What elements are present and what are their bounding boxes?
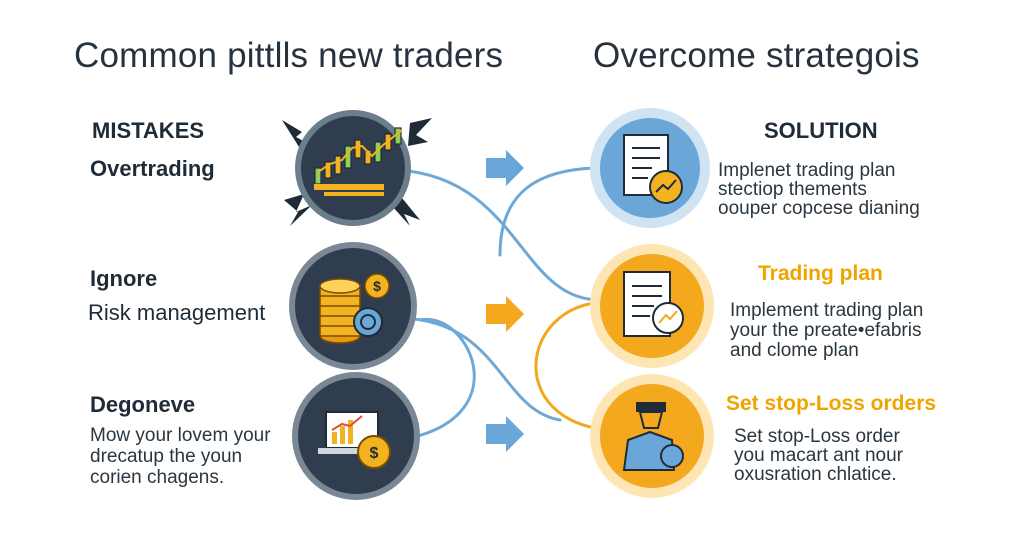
mistake-degoneve-title: Degoneve — [90, 392, 196, 417]
connector-risk-to-solution — [398, 316, 562, 422]
mistake-degoneve-line-1: Mow your lovem your — [90, 425, 271, 446]
arrow-bottom — [486, 416, 524, 452]
solution-1-line-1: Implenet trading plan — [718, 160, 896, 181]
solution-2-line-1: Implement trading plan — [730, 300, 924, 321]
solution-1-line-2: stectiop thements — [718, 179, 867, 200]
solution-3-line-3: oxusration chlatice. — [734, 464, 897, 485]
trading-plan-document-icon — [590, 244, 714, 368]
connector-degoneve-up — [398, 317, 476, 442]
svg-text:$: $ — [373, 278, 381, 294]
connector-solution-upper — [498, 166, 597, 257]
mistake-degoneve-line-3: corien chagens. — [90, 467, 225, 488]
arrow-middle — [486, 296, 524, 332]
mistake-degoneve-line-2: drecatup the youn — [90, 446, 243, 467]
solution-stop-loss-title: Set stop-Loss orders — [726, 392, 937, 415]
mistake-overtrading-title: Overtrading — [90, 156, 215, 181]
laptop-chart-dollar-icon: $ — [292, 372, 420, 500]
left-heading: Common pittlls new traders — [74, 36, 504, 75]
arrow-top — [486, 150, 524, 186]
trader-person-icon — [590, 374, 714, 498]
connector-overtrading-to-solution — [398, 168, 602, 302]
svg-text:$: $ — [370, 445, 379, 462]
solution-1-line-3: oouper copcese dianing — [718, 198, 920, 219]
right-heading: Overcome strategois — [593, 36, 920, 75]
mistake-risk-management-subtitle: Risk management — [88, 300, 266, 325]
coin-stack-icon: $ — [289, 242, 417, 370]
solution-trading-plan-title: Trading plan — [758, 262, 883, 285]
solution-3-line-1: Set stop-Loss order — [734, 426, 900, 447]
solution-3-line-2: you macart ant nour — [734, 445, 903, 466]
mistakes-section-label: MISTAKES — [92, 118, 205, 143]
checklist-document-icon — [590, 108, 710, 228]
solution-section-label: SOLUTION — [764, 118, 878, 143]
solution-2-line-3: and clome plan — [730, 340, 859, 361]
candlestick-chart-icon — [282, 110, 432, 226]
mistake-ignore-title: Ignore — [90, 266, 158, 291]
solution-2-line-2: your the preate•efabris — [730, 320, 922, 341]
connector-orange-loop — [534, 300, 610, 432]
